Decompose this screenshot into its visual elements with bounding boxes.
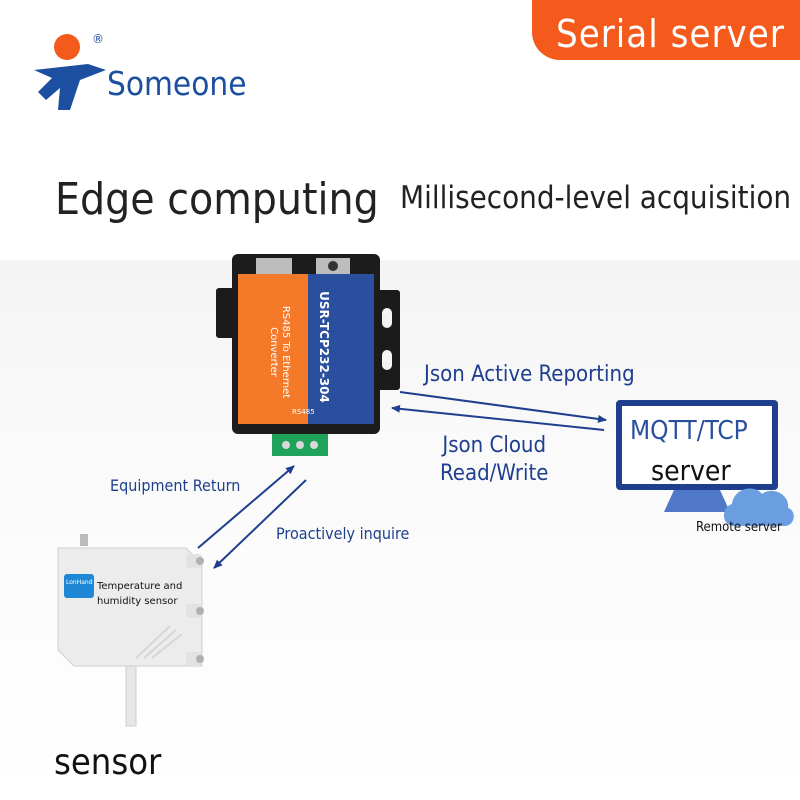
acquisition-heading: Millisecond-level acquisition <box>400 180 792 216</box>
remote-server-label: Remote server <box>696 520 782 535</box>
sensor-brand: LonHand <box>66 579 93 586</box>
mount-ear-right <box>374 290 400 390</box>
server-label: server <box>651 454 731 487</box>
label-proactively-inquire: Proactively inquire <box>276 524 410 543</box>
banner-text: Serial server <box>556 12 785 56</box>
device-orange-panel <box>238 274 308 424</box>
label-equipment-return: Equipment Return <box>110 476 241 495</box>
device-blue-panel <box>308 274 374 424</box>
label-cloud-line1: Json Cloud <box>442 433 547 458</box>
arrow-equipment-return <box>197 465 295 549</box>
sensor-label: sensor <box>54 742 162 783</box>
serial-server-device <box>216 254 400 456</box>
label-cloud-line2: Read/Write <box>440 461 549 486</box>
rs485-label: RS485 <box>292 408 315 416</box>
arrow-active-reporting <box>399 391 607 423</box>
label-active-reporting: Json Active Reporting <box>424 362 635 387</box>
arrow-proactively-inquire <box>213 479 307 569</box>
registered-mark: ® <box>92 32 104 46</box>
sensor-name-line2: humidity sensor <box>97 596 178 607</box>
label-cloud-read-write: Json Cloud Read/Write <box>440 432 548 488</box>
sensor-name-line1: Temperature and <box>97 581 183 592</box>
sensor-device <box>57 534 204 727</box>
arrow-cloud-read-write <box>391 404 605 431</box>
brand-logo-icon <box>34 34 106 110</box>
server-screen-text: MQTT/TCP <box>630 416 748 446</box>
brand-name: Someone <box>107 64 247 103</box>
ethernet-port <box>256 258 292 274</box>
edge-computing-heading: Edge computing <box>55 174 379 225</box>
server-monitor-icon <box>616 400 794 526</box>
sensor-name: Temperature and humidity sensor <box>97 579 182 609</box>
title-banner <box>532 0 800 60</box>
